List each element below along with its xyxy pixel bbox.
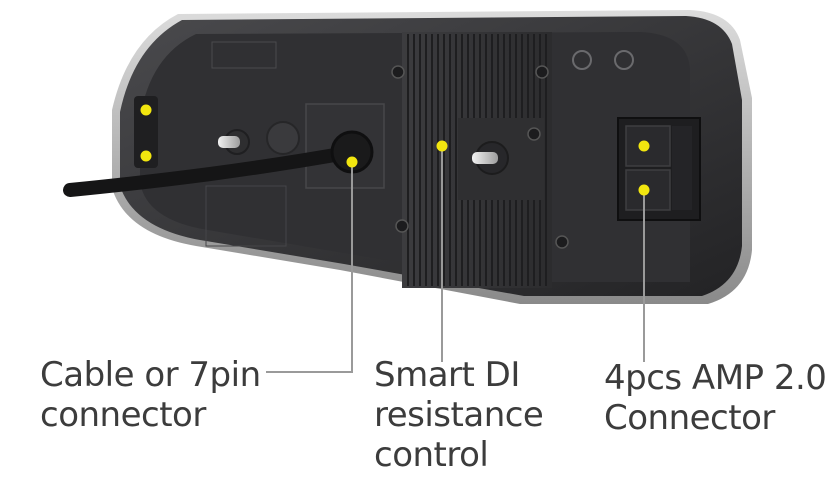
callout-cable-line2: connector (40, 395, 206, 435)
screw-5 (535, 65, 549, 79)
amp-latch (672, 126, 692, 210)
callout-smart-di-line2: resistance (374, 395, 544, 435)
control-stud (472, 152, 498, 164)
cable (63, 145, 359, 197)
callout-cable-line1: Cable or 7pin (40, 355, 261, 395)
emblem-2 (614, 50, 634, 70)
screw-1 (391, 65, 405, 79)
marker-cable (346, 156, 358, 168)
marker-amp-lower (638, 184, 650, 196)
side-connector (134, 96, 158, 168)
marker-side-bottom (140, 150, 152, 162)
emblem-1 (572, 50, 592, 70)
callout-amp-connector: 4pcs AMP 2.0 Connector (604, 358, 827, 438)
markers (140, 104, 650, 196)
marker-side-top (140, 104, 152, 116)
screw-4 (555, 235, 569, 249)
marker-amp-upper (638, 140, 650, 152)
callout-amp-line2: Connector (604, 398, 775, 438)
marker-smart-di (436, 140, 448, 152)
callout-smart-di-line1: Smart DI (374, 355, 520, 395)
callout-cable-connector: Cable or 7pin connector (40, 355, 261, 435)
callout-smart-di: Smart DI resistance control (374, 355, 544, 475)
callout-amp-line1: 4pcs AMP 2.0 (604, 358, 827, 398)
left-boss (266, 121, 300, 155)
screw-3 (395, 219, 409, 233)
screw-2 (527, 127, 541, 141)
left-stud (218, 136, 240, 148)
spec-print-block-top (211, 41, 277, 69)
callout-smart-di-line3: control (374, 435, 489, 475)
amp-connector-lower (625, 169, 671, 211)
spec-print-block-bottom (205, 185, 287, 247)
leader-line-cable (266, 162, 353, 373)
